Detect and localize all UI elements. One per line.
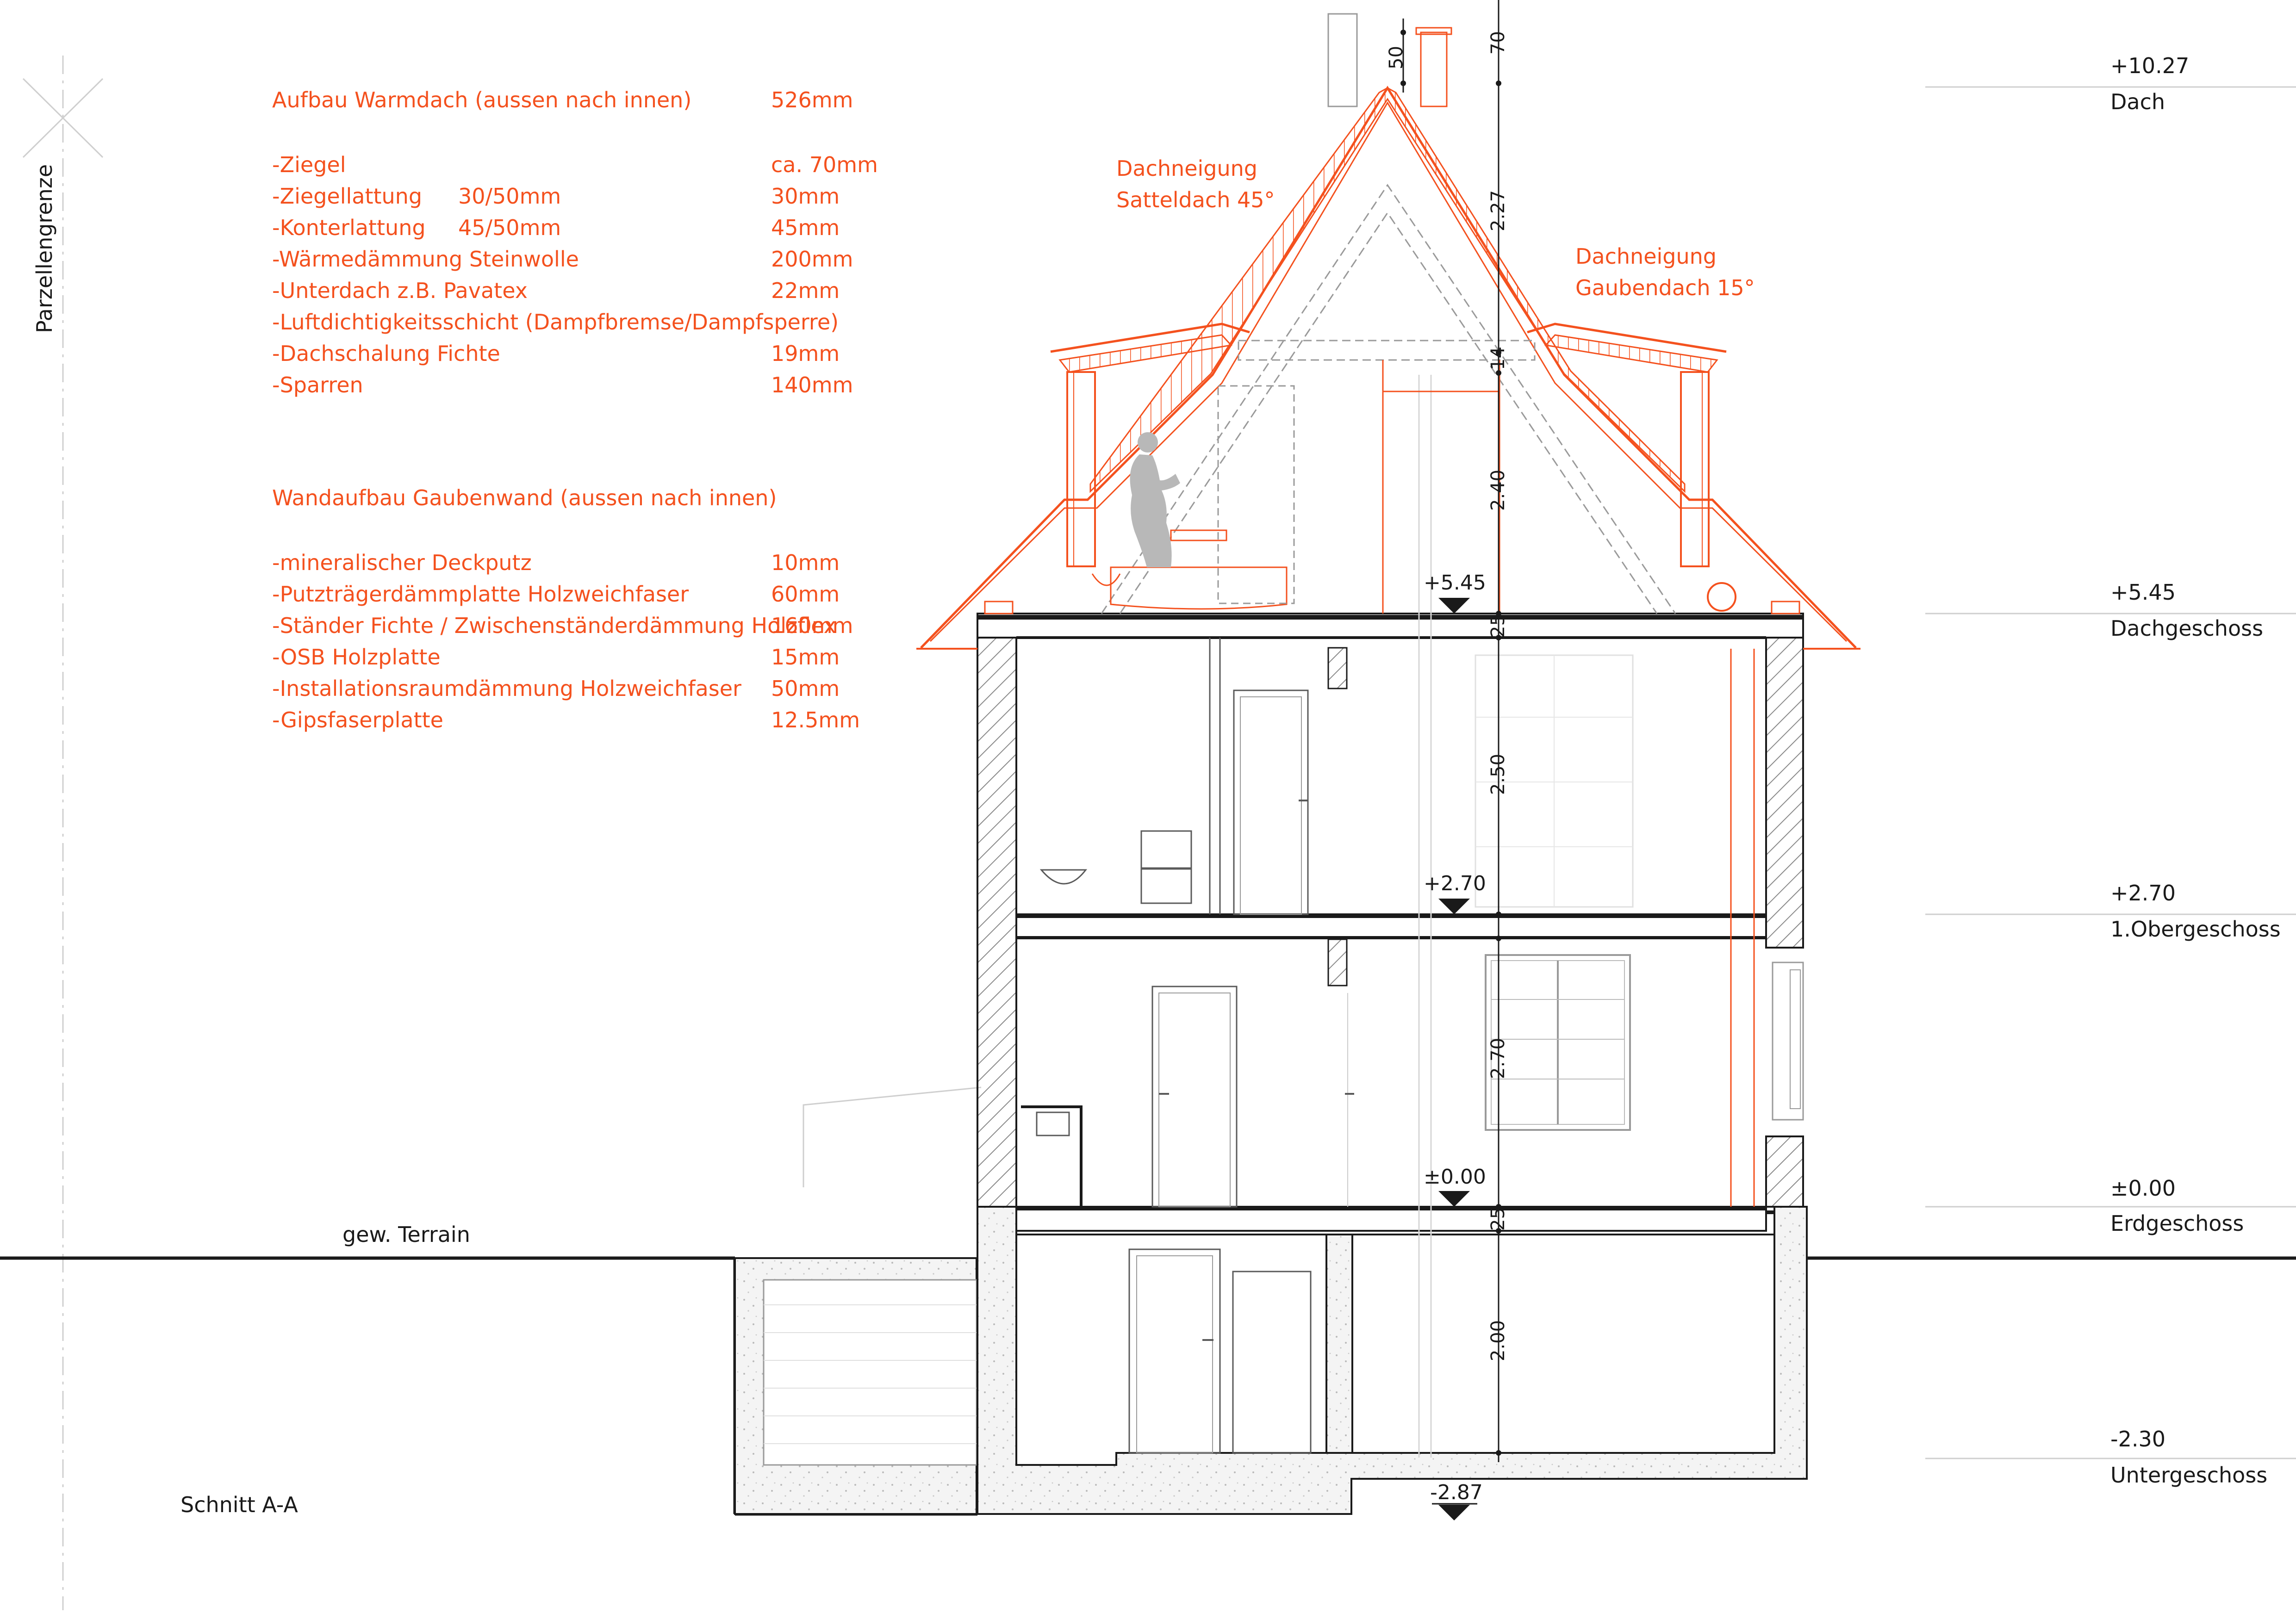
roof-pitch-labels: Dachneigung Satteldach 45° Dachneigung G… (1116, 156, 1755, 300)
roof-layer-label: -Konterlattung (272, 215, 426, 240)
level-value: ±0.00 (2110, 1176, 2176, 1201)
dim-collar: 14 (1487, 347, 1509, 370)
roof-layer-label: -Unterdach z.B. Pavatex (272, 278, 528, 303)
dim-attic-lower: 2.40 (1487, 470, 1509, 511)
roof-layer-label: -Ziegellattung (272, 184, 422, 209)
section-title: Schnitt A-A (180, 1492, 298, 1517)
wall-layer-label: -Ständer Fichte / Zwischenständerdämmung… (272, 613, 836, 638)
roof-layer-spec: 45/50mm (458, 215, 561, 240)
roof-build-up-list: Aufbau Warmdach (aussen nach innen) 526m… (272, 87, 878, 397)
wall-layer-value: 12.5mm (771, 707, 860, 732)
level-name: Erdgeschoss (2110, 1211, 2244, 1236)
main-roof-pitch-line2: Satteldach 45° (1116, 187, 1275, 212)
terrain-label: gew. Terrain (342, 1222, 470, 1247)
marker-dachgeschoss: +5.45 (1424, 571, 1486, 595)
roof-layer-value: 30mm (771, 184, 840, 209)
roof-layer-value: 19mm (771, 341, 840, 366)
level-name: Dach (2110, 89, 2165, 114)
roof-layer-value: 140mm (771, 372, 853, 397)
level-triangle-icon (1438, 598, 1470, 614)
main-roof-pitch-line1: Dachneigung (1116, 156, 1257, 181)
roof-layer-label: -Dachschalung Fichte (272, 341, 500, 366)
level-value: +2.70 (2110, 881, 2176, 906)
roof-layer-spec: 30/50mm (458, 184, 561, 209)
roof-layer-value: 22mm (771, 278, 840, 303)
marker-obergeschoss: +2.70 (1424, 872, 1486, 895)
roof-layer-value: ca. 70mm (771, 152, 878, 177)
level-name: Dachgeschoss (2110, 616, 2263, 641)
dormer-roof-pitch-line2: Gaubendach 15° (1575, 275, 1755, 300)
dim-attic-upper: 2.27 (1487, 190, 1509, 231)
roof-build-up-heading: Aufbau Warmdach (aussen nach innen) (272, 87, 691, 112)
roof-layer-label: -Luftdichtigkeitsschicht (Dampfbremse/Da… (272, 310, 839, 335)
dim-slab-dg: 25 (1487, 614, 1509, 638)
level-legend: +10.27 Dach +5.45 Dachgeschoss +2.70 1.O… (1925, 53, 2296, 1488)
marker-untergeschoss: -2.87 (1430, 1481, 1483, 1504)
building-walls (977, 613, 1804, 1208)
wall-build-up-list: Wandaufbau Gaubenwand (aussen nach innen… (272, 485, 860, 732)
floor-level-markers: +5.45 +2.70 ±0.00 -2.87 (1424, 571, 1486, 1520)
parcel-boundary (22, 56, 104, 1610)
dormer-roof-pitch-line1: Dachneigung (1575, 244, 1717, 269)
wall-layer-label: -Installationsraumdämmung Holzweichfaser (272, 676, 741, 701)
roof-layer-label: -Ziegel (272, 152, 346, 177)
dim-eg-height: 2.70 (1487, 1038, 1509, 1079)
roof-build-up-total: 526mm (771, 87, 853, 112)
wall-layer-label: -Putzträgerdämmplatte Holzweichfaser (272, 582, 689, 607)
upper-floor-interior (1039, 638, 1634, 915)
level-value: -2.30 (2110, 1427, 2165, 1452)
roof-layer-label: -Wärmedämmung Steinwolle (272, 247, 579, 272)
level-value: +10.27 (2110, 53, 2189, 78)
floor-slabs (977, 613, 1804, 1232)
level-value: +5.45 (2110, 580, 2176, 605)
wall-layer-value: 60mm (771, 582, 840, 607)
person-silhouette-icon (1130, 432, 1180, 567)
dim-slab-eg: 25 (1487, 1207, 1509, 1231)
dimension-chain (1400, 0, 1501, 1462)
wall-build-up-heading: Wandaufbau Gaubenwand (aussen nach innen… (272, 485, 777, 510)
dim-top-left: 50 (1386, 46, 1407, 69)
level-name: 1.Obergeschoss (2110, 917, 2281, 942)
wall-layer-value: 15mm (771, 645, 840, 670)
parcel-label: Parzellengrenze (32, 164, 57, 333)
level-triangle-icon (1438, 899, 1470, 914)
marker-erdgeschoss: ±0.00 (1424, 1165, 1486, 1189)
dimension-labels: 50 70 2.27 14 2.40 25 2.50 2.70 25 2.00 (1386, 31, 1509, 1361)
roof-layer-label: -Sparren (272, 372, 363, 397)
roof-structure (916, 13, 1860, 1207)
roof-layer-value: 200mm (771, 247, 853, 272)
roof-layer-value: 45mm (771, 215, 840, 240)
dim-top-right: 70 (1487, 31, 1509, 55)
dim-og-height: 2.50 (1487, 754, 1509, 795)
wall-layer-value: 50mm (771, 676, 840, 701)
ground-floor-interior (1021, 375, 1631, 1458)
wall-layer-value: 10mm (771, 550, 840, 575)
wall-layer-label: -mineralischer Deckputz (272, 550, 532, 575)
wall-layer-label: -Gipsfaserplatte (272, 707, 443, 732)
level-name: Untergeschoss (2110, 1463, 2267, 1488)
wall-layer-value: 160mm (771, 613, 853, 638)
level-triangle-icon (1438, 1505, 1470, 1520)
dim-ug-height: 2.00 (1487, 1320, 1509, 1361)
basement (734, 1206, 1808, 1515)
level-triangle-icon (1438, 1191, 1470, 1207)
wall-layer-label: -OSB Holzplatte (272, 645, 441, 670)
